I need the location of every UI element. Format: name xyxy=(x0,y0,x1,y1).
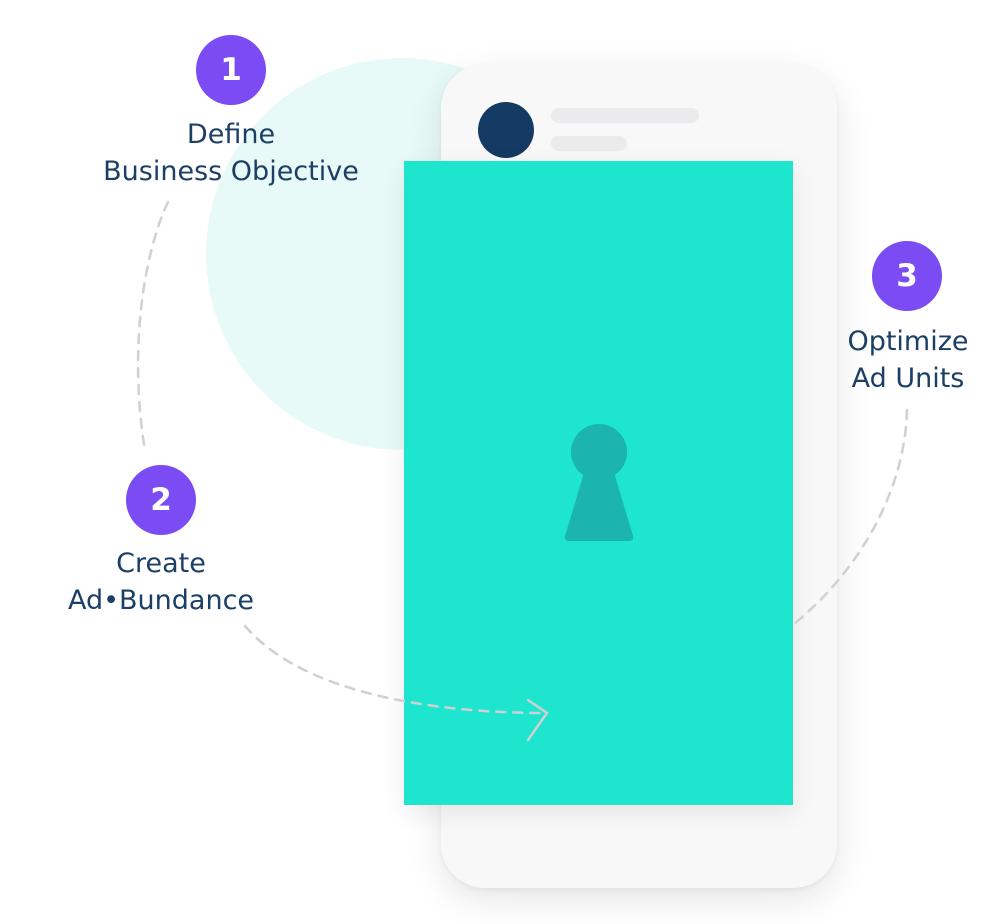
step-2-label: Create Ad•Bundance xyxy=(40,545,282,619)
step-1-label-line-1: Define xyxy=(186,119,276,150)
step-3-label-line-2: Ad Units xyxy=(851,363,965,394)
step-2-label-line-1: Create xyxy=(116,548,206,579)
avatar-icon xyxy=(478,102,534,158)
keyhole-body xyxy=(564,466,634,541)
step-2-label-line-2: Ad•Bundance xyxy=(67,585,255,616)
step-2-badge: 2 xyxy=(126,465,196,535)
keyhole-top xyxy=(571,424,627,480)
step-3-badge: 3 xyxy=(872,241,942,311)
placeholder-text-line-short xyxy=(551,136,627,151)
step-1-label-line-2: Business Objective xyxy=(103,156,359,187)
placeholder-text-line-long xyxy=(551,108,699,123)
keyhole-icon xyxy=(564,424,634,541)
step-3-label: Optimize Ad Units xyxy=(830,323,986,397)
flow-path-1-to-2 xyxy=(136,200,170,452)
step-1-label: Define Business Objective xyxy=(70,116,392,190)
step-3-label-line-1: Optimize xyxy=(847,326,969,357)
step-1-badge: 1 xyxy=(196,35,266,105)
